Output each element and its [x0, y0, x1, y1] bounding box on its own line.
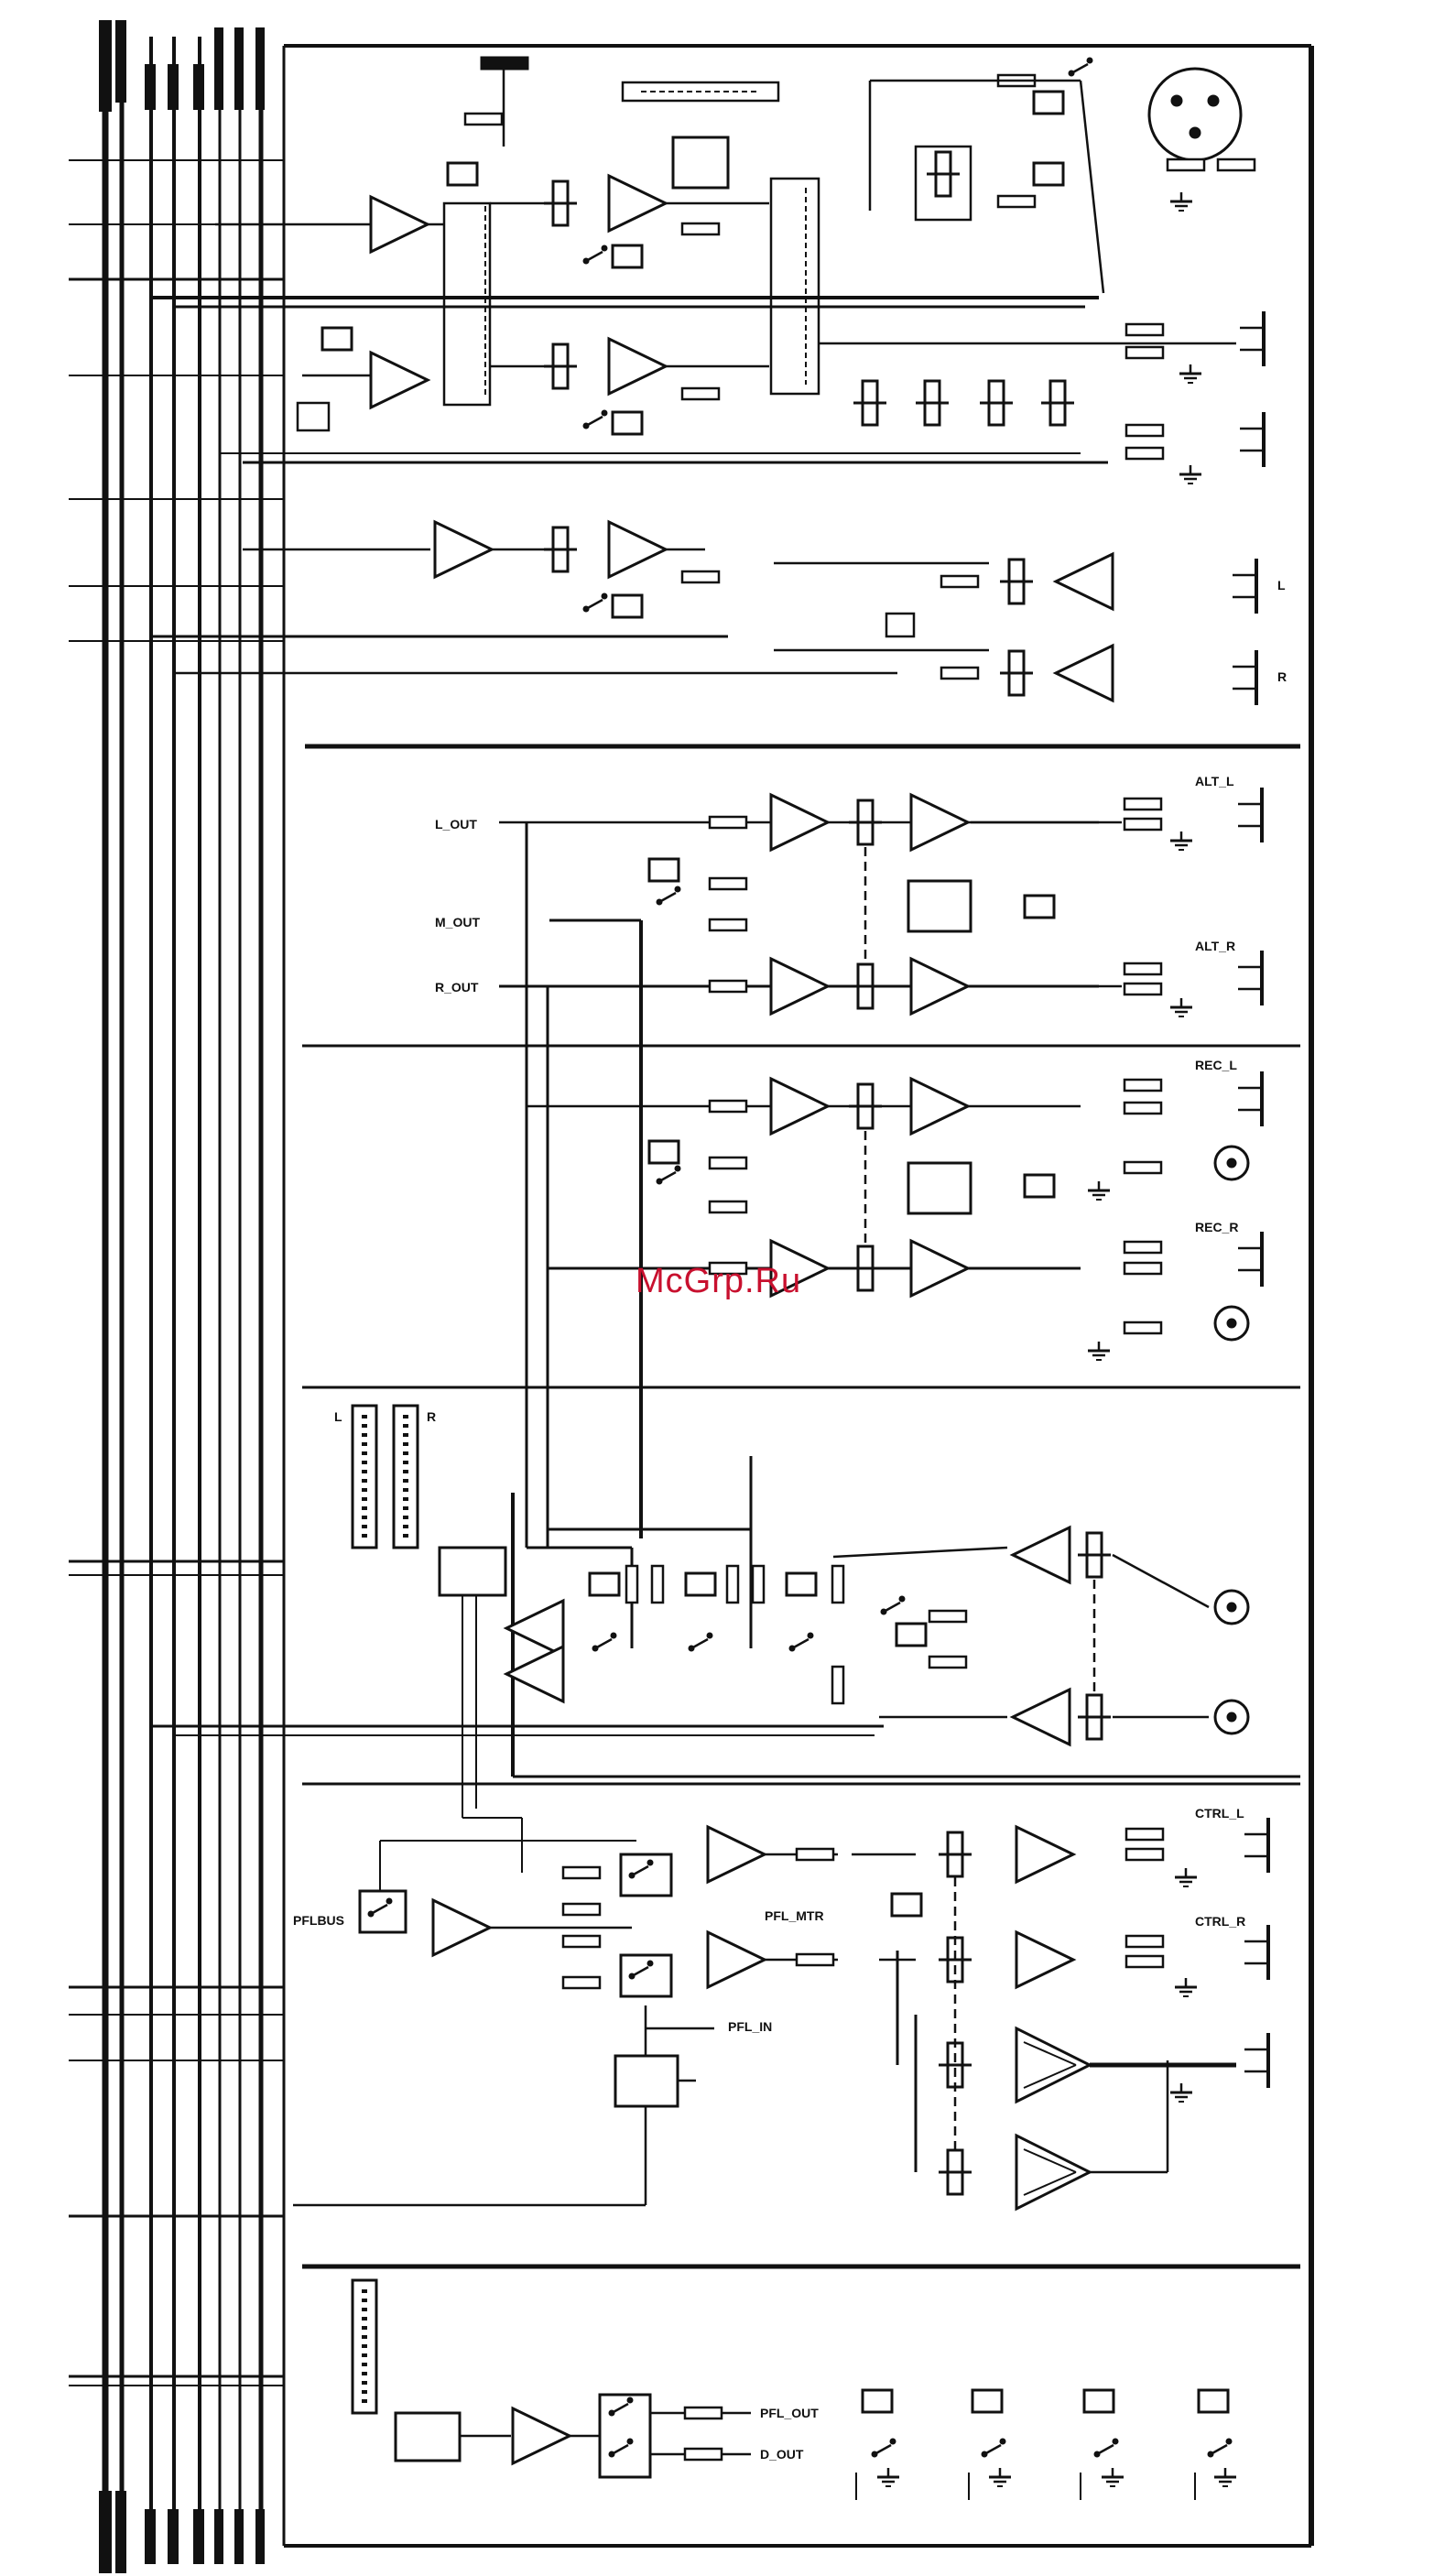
headphone-amp-2 [1016, 2136, 1090, 2209]
pfl-mtr-label: PFL_MTR [765, 1908, 824, 1923]
mute-section [69, 2280, 1236, 2500]
pfl-out-label: PFL_OUT [760, 2406, 819, 2420]
monitor-select-section [69, 1406, 1300, 1818]
meter-r-label: R [427, 1409, 436, 1424]
d-out-label: D_OUT [760, 2447, 804, 2462]
alt-l-label: ALT_L [1195, 774, 1234, 788]
monitoring-section [69, 1818, 1268, 2216]
m-out-label: M_OUT [435, 915, 480, 929]
headphone-amp-1 [1016, 2028, 1090, 2102]
pflbus-label: PFLBUS [293, 1913, 344, 1928]
ch-l-label: L [1277, 578, 1286, 592]
ctrl-l-label: CTRL_L [1195, 1806, 1244, 1821]
rec-output-section [527, 1071, 1262, 1360]
signal-labels: L_OUT M_OUT R_OUT ALT_L ALT_R REC_L REC_… [293, 578, 1287, 2462]
bus-lines [105, 37, 261, 2555]
l-out-label: L_OUT [435, 817, 477, 831]
rec-l-label: REC_L [1195, 1058, 1237, 1072]
r-out-label: R_OUT [435, 980, 479, 995]
rec-r-label: REC_R [1195, 1220, 1238, 1234]
pfl-in-label: PFL_IN [728, 2019, 772, 2034]
input-section [69, 57, 1264, 705]
meter-l-label: L [334, 1409, 342, 1424]
alt-r-label: ALT_R [1195, 939, 1235, 953]
watermark-text: McGrp.Ru [636, 1262, 801, 1301]
ch-r-label: R [1277, 669, 1287, 684]
ctrl-r-label: CTRL_R [1195, 1914, 1245, 1929]
